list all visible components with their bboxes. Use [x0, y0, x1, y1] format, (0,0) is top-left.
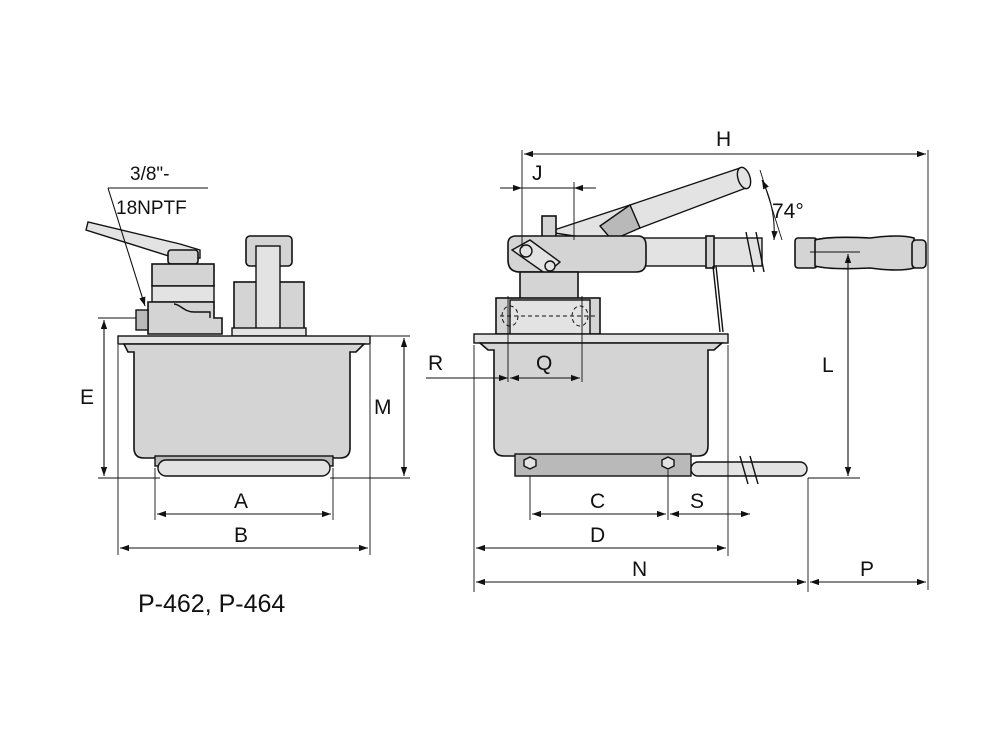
front-valve-upper: [151, 263, 215, 287]
dim-label-A: A: [234, 490, 248, 513]
front-view: [85, 221, 371, 477]
front-pump-piston: [255, 245, 281, 333]
front-base-skid: [157, 459, 331, 477]
dim-label-E: E: [80, 386, 94, 409]
dim-label-D: D: [590, 524, 605, 547]
dim-label-J: J: [532, 162, 543, 185]
front-valve-band: [151, 285, 215, 303]
dim-label-Q: Q: [536, 352, 552, 375]
model-label: P-462, P-464: [138, 590, 285, 618]
side-pivot-lower: [544, 260, 556, 272]
port-label-line1: 3/8"-: [130, 164, 169, 185]
front-valve-base: [147, 301, 223, 335]
side-base: [514, 453, 692, 477]
side-handle-tube: [639, 237, 763, 267]
front-handle-lever: [85, 221, 201, 259]
side-handle-grip: [814, 235, 915, 271]
front-reservoir: [122, 343, 366, 459]
side-view: [473, 166, 927, 485]
front-port-fitting: [135, 309, 149, 331]
side-reservoir: [477, 342, 725, 457]
angle-label: 74°: [772, 200, 804, 223]
dim-label-N: N: [632, 558, 647, 581]
side-lever-arm: [547, 167, 747, 241]
front-top-plate: [117, 335, 371, 345]
dim-label-P: P: [860, 558, 874, 581]
dim-label-B: B: [234, 524, 248, 547]
dim-label-M: M: [374, 396, 392, 419]
dim-label-H: H: [716, 128, 731, 151]
side-top-plate: [473, 333, 729, 344]
side-foot: [690, 461, 808, 477]
dim-label-C: C: [590, 490, 605, 513]
side-pivot-upper: [519, 244, 533, 258]
front-handle-cap: [167, 249, 199, 265]
dim-label-S: S: [690, 490, 704, 513]
dim-label-L: L: [822, 354, 834, 377]
dim-label-R: R: [428, 352, 443, 375]
port-label-line2: 18NPTF: [116, 198, 187, 219]
